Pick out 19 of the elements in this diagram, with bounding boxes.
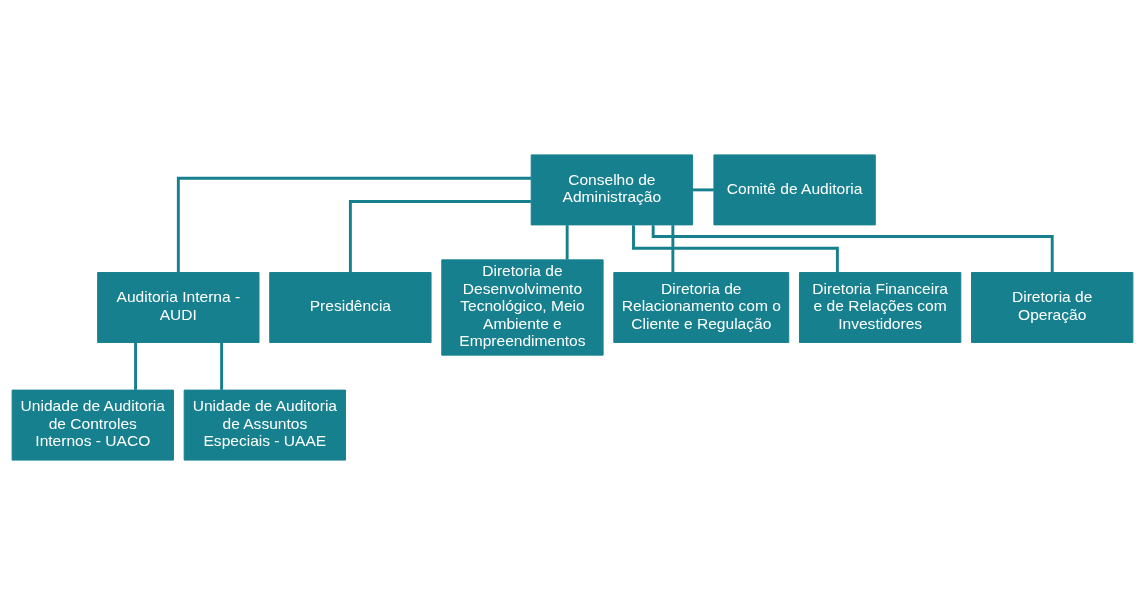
node-box: Presidência: [269, 271, 432, 343]
node-box: Unidade de Auditoria de Controles Internos - UACO: [11, 389, 174, 461]
connector: [651, 224, 1054, 272]
connector: [671, 224, 675, 272]
node-box: Diretoria de Relacionamento com o Cliente e Regulação: [613, 271, 790, 343]
connector: [632, 224, 839, 272]
connector: [176, 176, 532, 272]
node-box: Comitê de Auditoria: [713, 153, 876, 225]
connector: [134, 342, 137, 390]
node-box: Diretoria de Operação: [971, 271, 1134, 343]
node-box: Conselho de Administração: [530, 153, 694, 225]
node-box: Diretoria Financeira e de Relações com Investidores: [799, 271, 962, 343]
connector: [565, 224, 569, 260]
connector: [692, 187, 714, 191]
connector: [348, 199, 531, 272]
node-box: Auditoria Interna - AUDI: [97, 271, 260, 343]
connector: [220, 342, 224, 390]
node-box: Diretoria de Desenvolvimento Tecnológico, Meio Ambiente e Empreendimentos: [441, 258, 604, 356]
node-box: Unidade de Auditoria de Assuntos Especiais - UAAE: [183, 389, 346, 461]
